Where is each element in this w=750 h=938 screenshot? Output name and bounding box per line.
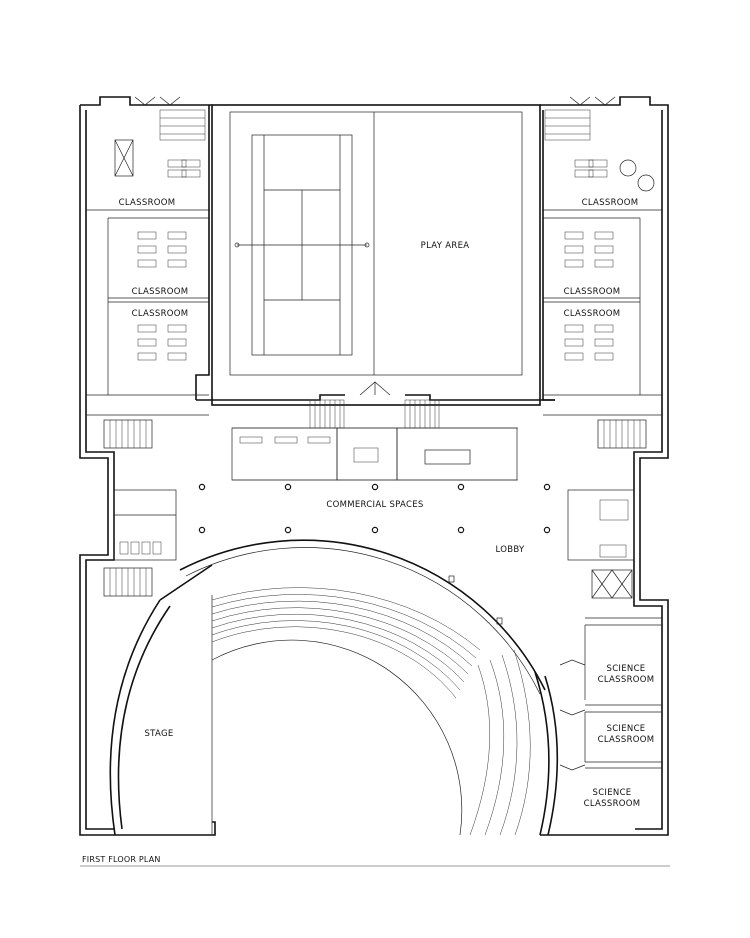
desk [564, 231, 584, 240]
desk [594, 259, 614, 268]
desk [594, 352, 614, 361]
right-desks [564, 159, 614, 361]
desk [564, 324, 584, 333]
desk [588, 169, 608, 178]
desk [167, 169, 187, 178]
label-classroom-left-1: CLASSROOM [119, 198, 176, 208]
desk [167, 259, 187, 268]
desk [167, 324, 187, 333]
desk [167, 338, 187, 347]
auditorium [109, 539, 559, 836]
commercial-spaces [231, 399, 518, 481]
label-stage: STAGE [144, 729, 173, 739]
left-service-core [103, 489, 177, 597]
desk [564, 245, 584, 254]
desk [594, 338, 614, 347]
plan-title: FIRST FLOOR PLAN [82, 855, 161, 864]
desk [574, 159, 594, 168]
right-service-core [567, 489, 635, 599]
label-classroom-left-2: CLASSROOM [132, 287, 189, 297]
label-lobby: LOBBY [495, 545, 525, 555]
science-classrooms [559, 617, 662, 771]
label-science-1-line1: SCIENCE [607, 664, 646, 674]
desk [137, 338, 157, 347]
desk [574, 169, 594, 178]
top-entry-bays [134, 96, 616, 396]
label-classroom-right-1: CLASSROOM [582, 198, 639, 208]
desk [137, 245, 157, 254]
desk [588, 159, 608, 168]
left-classrooms [86, 109, 209, 449]
label-science-1-line2: CLASSROOM [598, 675, 655, 685]
label-classroom-right-2: CLASSROOM [564, 287, 621, 297]
label-classroom-right-3: CLASSROOM [564, 309, 621, 319]
lobby-columns [198, 483, 551, 534]
desk [564, 352, 584, 361]
desk [137, 352, 157, 361]
desk [594, 324, 614, 333]
desk [594, 245, 614, 254]
label-play-area: PLAY AREA [421, 241, 470, 251]
play-area-court [234, 112, 375, 375]
desk [167, 231, 187, 240]
desk [564, 259, 584, 268]
left-desks [137, 159, 201, 361]
desk [594, 231, 614, 240]
desk [137, 259, 157, 268]
desk [167, 159, 187, 168]
label-classroom-left-3: CLASSROOM [132, 309, 189, 319]
label-science-3-line2: CLASSROOM [584, 799, 641, 809]
label-commercial-spaces: COMMERCIAL SPACES [326, 500, 423, 510]
desk [564, 338, 584, 347]
desk [137, 324, 157, 333]
label-science-3-line1: SCIENCE [593, 788, 632, 798]
desk [181, 169, 201, 178]
desk [181, 159, 201, 168]
desk [167, 352, 187, 361]
desk [167, 245, 187, 254]
label-science-2-line1: SCIENCE [607, 724, 646, 734]
desk [137, 231, 157, 240]
label-science-2-line2: CLASSROOM [598, 735, 655, 745]
right-classrooms [543, 109, 662, 449]
